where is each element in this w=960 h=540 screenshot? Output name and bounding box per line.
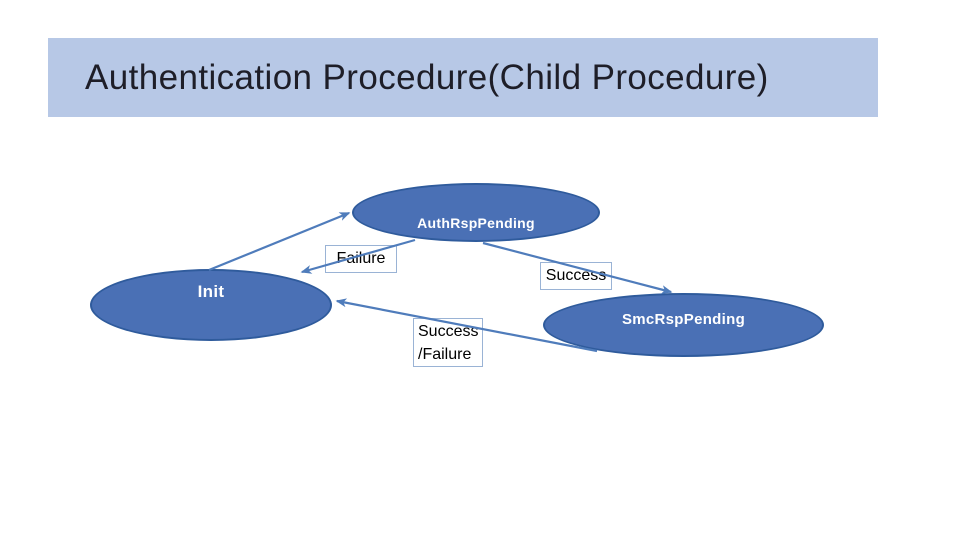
edge-label-success-failure: Success /Failure (413, 318, 483, 367)
state-node-init-label: Init (197, 282, 225, 301)
state-node-smcrsppending: SmcRspPending (543, 293, 824, 357)
state-node-smcrsppending-label: SmcRspPending (621, 310, 746, 328)
slide-title-box: Authentication Procedure(Child Procedure… (48, 38, 878, 117)
edge-label-success: Success (540, 262, 612, 290)
state-node-authrsppending: AuthRspPending (352, 183, 600, 242)
slide-title: Authentication Procedure(Child Procedure… (85, 57, 769, 97)
state-node-authrsppending-label: AuthRspPending (417, 214, 535, 231)
edge-label-failure: Failure (325, 245, 397, 273)
state-node-init: Init (90, 269, 332, 341)
